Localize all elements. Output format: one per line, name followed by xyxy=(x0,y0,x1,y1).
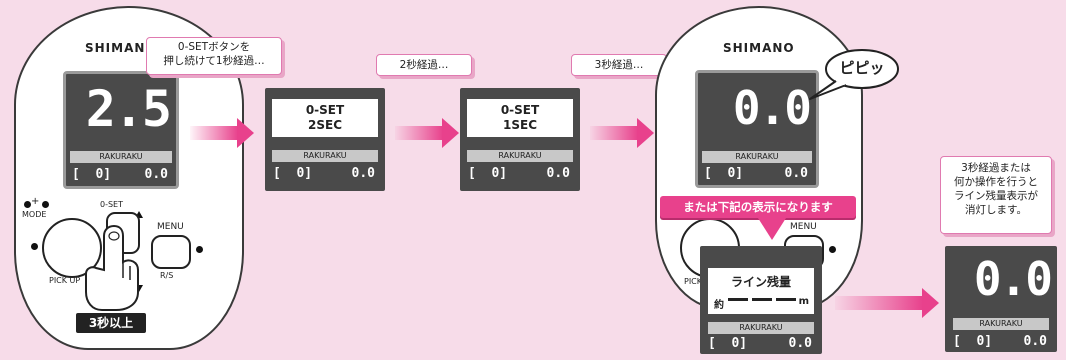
alt-down-arrow-stem xyxy=(765,214,779,222)
mode-button-label: MODE xyxy=(22,210,47,219)
panel-1sec-message: 0-SET 1SEC xyxy=(467,99,573,137)
panel-1sec-row-value: 0.0 xyxy=(546,166,570,181)
brand-logo-right: SHIMANO xyxy=(723,41,795,55)
alt-display-banner: または下記の表示になります xyxy=(660,196,856,218)
panel-1sec: 0-SET 1SEC RAKURAKU [ 0] 0.0 xyxy=(460,88,580,191)
reel-left-display-value: 2.5 xyxy=(85,80,172,138)
panel-2sec-mode-label: RAKURAKU xyxy=(272,150,378,162)
step3-note: 3秒経過… xyxy=(571,54,667,76)
left-side-dot-icon xyxy=(31,243,38,250)
final-panel-display-value: 0.0 xyxy=(973,252,1053,306)
0set-button-label: 0-SET xyxy=(100,200,123,209)
line-panel-approx: 約 xyxy=(714,300,724,311)
panel-2sec-line2: 2SEC xyxy=(308,118,342,132)
line-panel-mode-label: RAKURAKU xyxy=(708,322,814,334)
panel-2sec-row-bracket: [ 0] xyxy=(273,166,313,181)
menu-button-label-right: MENU xyxy=(790,222,817,232)
panel-1sec-line1: 0-SET xyxy=(500,103,540,117)
reel-right-mode-label: RAKURAKU xyxy=(702,151,812,163)
reel-left-row-bracket: [ 0] xyxy=(72,167,112,182)
line-panel-message: ライン残量 約 m xyxy=(708,268,814,314)
final-panel-mode-label: RAKURAKU xyxy=(953,318,1049,330)
reel-left-screen: 2.5 RAKURAKU [ 0] 0.0 xyxy=(63,71,179,189)
mode-plus-icon: + xyxy=(31,196,40,207)
finger-press-icon xyxy=(85,224,139,311)
line-panel-unit: m xyxy=(798,296,809,307)
line-panel-row-value: 0.0 xyxy=(788,336,812,351)
line-panel: ライン残量 約 m RAKURAKU [ 0] 0.0 xyxy=(700,246,822,354)
line-panel-dashes xyxy=(728,298,798,301)
reel-right-row-bracket: [ 0] xyxy=(704,166,744,181)
menu-button-label-left: MENU xyxy=(157,222,184,232)
arrow-1 xyxy=(190,118,254,148)
right-side-dot-icon xyxy=(196,246,203,253)
rs-button-label: R/S xyxy=(160,271,174,280)
reel-left-row-value: 0.0 xyxy=(144,167,168,182)
reel-right-row-value: 0.0 xyxy=(784,166,808,181)
line-panel-title: ライン残量 xyxy=(730,275,791,289)
reel-right-screen: 0.0 RAKURAKU [ 0] 0.0 xyxy=(695,70,819,188)
line-panel-row-bracket: [ 0] xyxy=(708,336,748,351)
pickup-button-label-right: PICK xyxy=(684,277,703,286)
alt-down-arrow-icon xyxy=(758,218,786,240)
brand-logo-left: SHIMANO xyxy=(85,41,157,55)
right-reel-side-dot-icon xyxy=(829,246,836,253)
panel-2sec-line1: 0-SET xyxy=(305,103,345,117)
menu-button-left[interactable] xyxy=(151,235,191,269)
mode-dot2-icon xyxy=(42,201,49,208)
panel-1sec-row-bracket: [ 0] xyxy=(468,166,508,181)
panel-2sec-row-value: 0.0 xyxy=(351,166,375,181)
step1-note: 0-SETボタンを 押し続けて1秒経過… xyxy=(146,37,282,75)
arrow-4 xyxy=(835,288,939,318)
panel-2sec: 0-SET 2SEC RAKURAKU [ 0] 0.0 xyxy=(265,88,385,191)
panel-2sec-message: 0-SET 2SEC xyxy=(272,99,378,137)
final-panel: 0.0 RAKURAKU [ 0] 0.0 xyxy=(945,246,1057,352)
final-panel-row-bracket: [ 0] xyxy=(953,334,993,349)
0set-up-icon xyxy=(135,211,143,218)
reel-right-display-value: 0.0 xyxy=(732,81,812,135)
beep-bubble-text: ピピッ xyxy=(839,59,885,77)
hold-badge: 3秒以上 xyxy=(76,313,146,333)
reel-left-mode-label: RAKURAKU xyxy=(70,151,172,163)
final-panel-row-value: 0.0 xyxy=(1023,334,1047,349)
beep-bubble-shape xyxy=(809,49,899,100)
pickup-button-label: PICK UP xyxy=(49,276,81,285)
arrow-2 xyxy=(395,118,459,148)
panel-1sec-line2: 1SEC xyxy=(503,118,537,132)
final-note: 3秒経過または 何か操作を行うと ライン残量表示が 消灯します。 xyxy=(940,156,1052,234)
step2-note: 2秒経過… xyxy=(376,54,472,76)
mode-dot-icon xyxy=(24,201,31,208)
arrow-3 xyxy=(590,118,654,148)
panel-1sec-mode-label: RAKURAKU xyxy=(467,150,573,162)
